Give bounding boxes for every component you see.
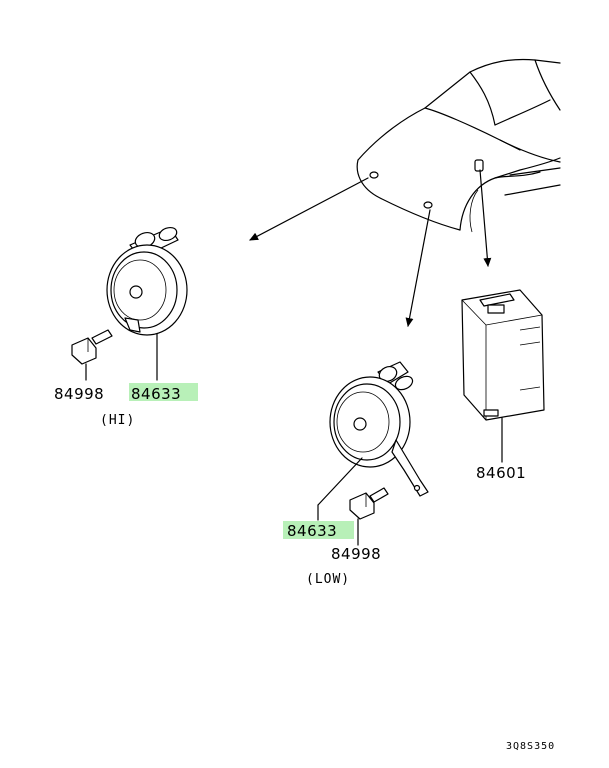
part-label-84633-hi[interactable]: 84633 bbox=[131, 385, 181, 403]
caption-low: (LOW) bbox=[306, 572, 350, 587]
part-label-84633-low[interactable]: 84633 bbox=[287, 522, 337, 540]
part-label-84998-low[interactable]: 84998 bbox=[331, 545, 381, 563]
part-label-84998-hi[interactable]: 84998 bbox=[54, 385, 104, 403]
vehicle-front-outline bbox=[356, 58, 561, 233]
highlight-84633-low bbox=[283, 521, 354, 539]
part-label-84601[interactable]: 84601 bbox=[476, 464, 526, 482]
horn-low bbox=[317, 361, 429, 521]
location-arrows bbox=[249, 169, 492, 327]
bolt-hi bbox=[71, 329, 113, 381]
bolt-low bbox=[349, 487, 389, 546]
horn-hi bbox=[106, 226, 188, 381]
drawing-code: 3Q8S350 bbox=[506, 741, 555, 752]
horn-relay bbox=[461, 289, 545, 463]
caption-hi: (HI) bbox=[100, 413, 135, 428]
highlight-84633-hi bbox=[129, 383, 198, 401]
